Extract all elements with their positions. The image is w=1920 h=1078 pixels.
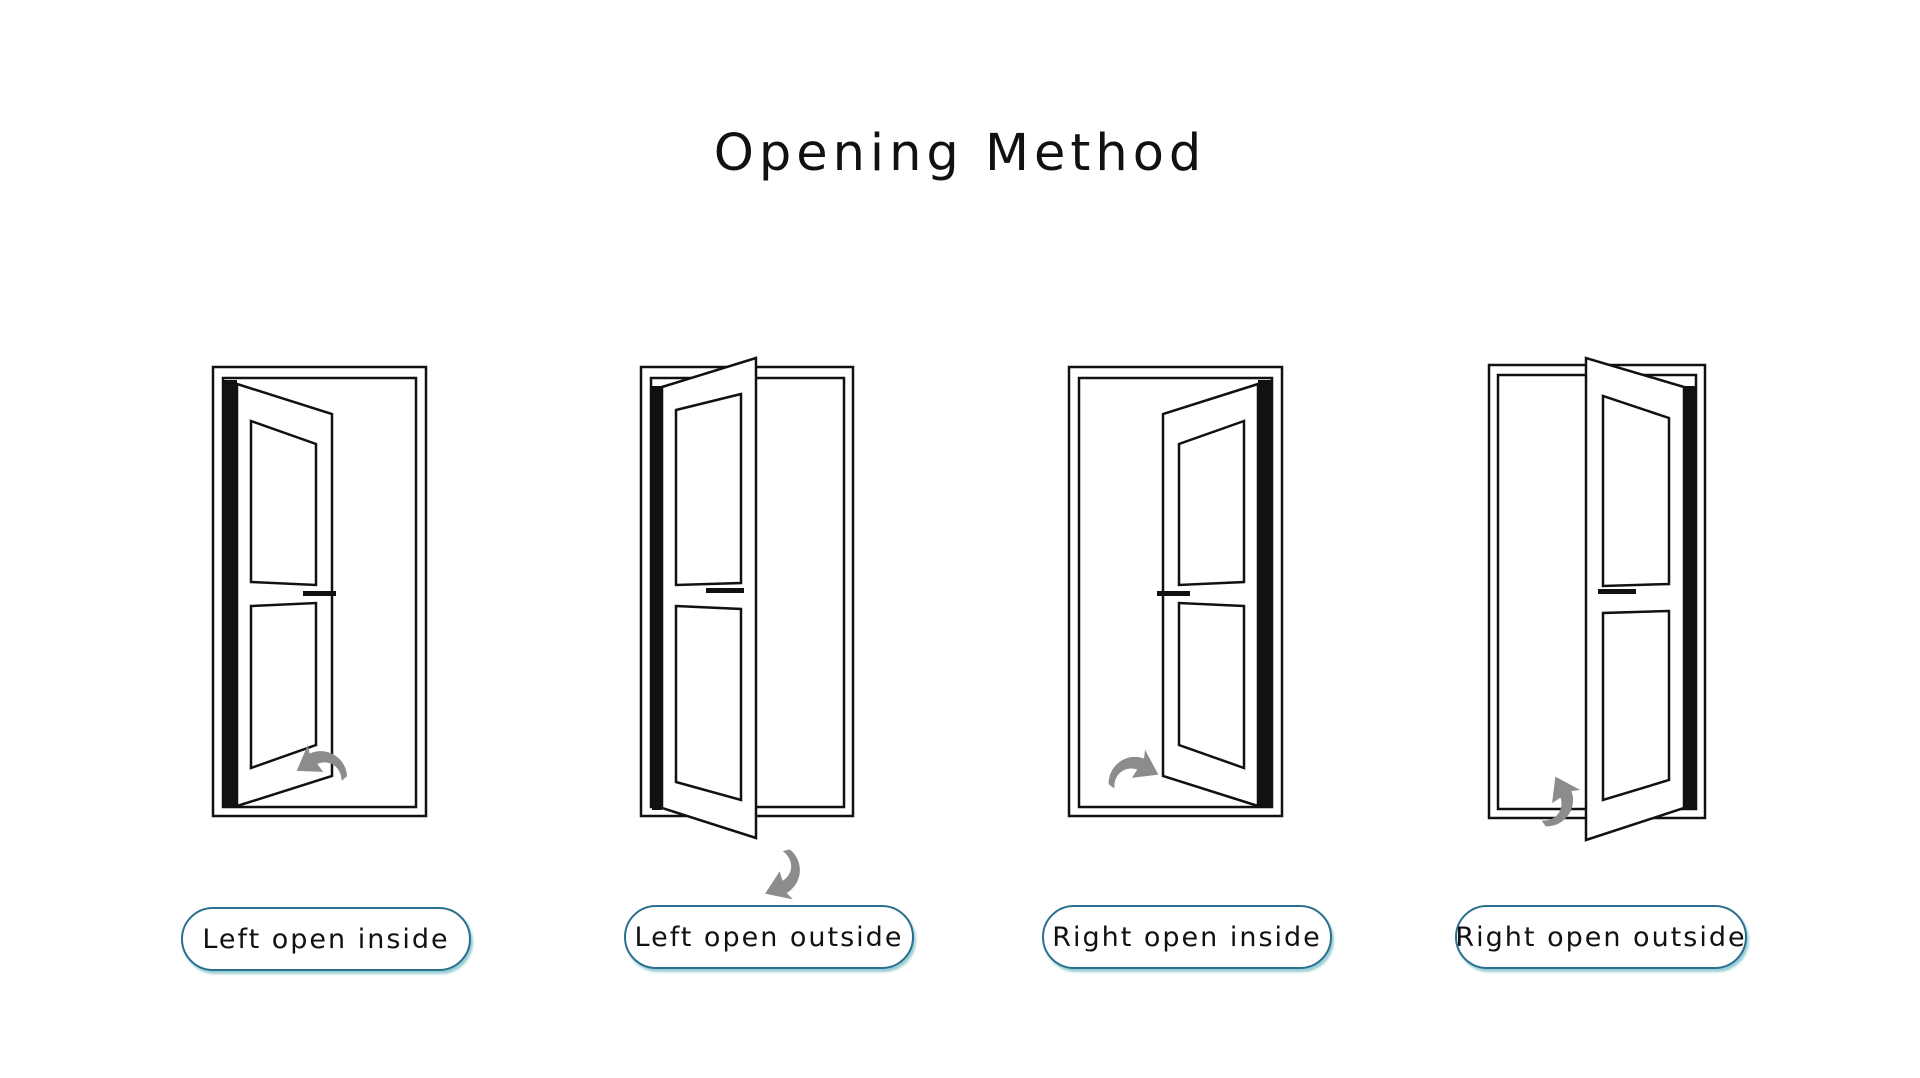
option-left-open-inside: Left open inside <box>181 907 471 971</box>
door-right-open-inside <box>1067 365 1284 818</box>
page-title: Opening Method <box>713 124 1207 183</box>
option-left-open-outside: Left open outside <box>624 905 914 969</box>
option-right-open-inside: Right open inside <box>1042 905 1332 969</box>
arrow-icon <box>296 744 348 781</box>
door-right-open-outside <box>1487 356 1707 842</box>
arrow-icon <box>765 849 800 900</box>
door-left-open-inside <box>211 365 428 818</box>
option-right-open-outside: Right open outside <box>1455 905 1747 969</box>
door-left-open-outside <box>639 356 855 900</box>
arrow-icon <box>1108 749 1159 789</box>
arrow-icon <box>1541 776 1581 827</box>
